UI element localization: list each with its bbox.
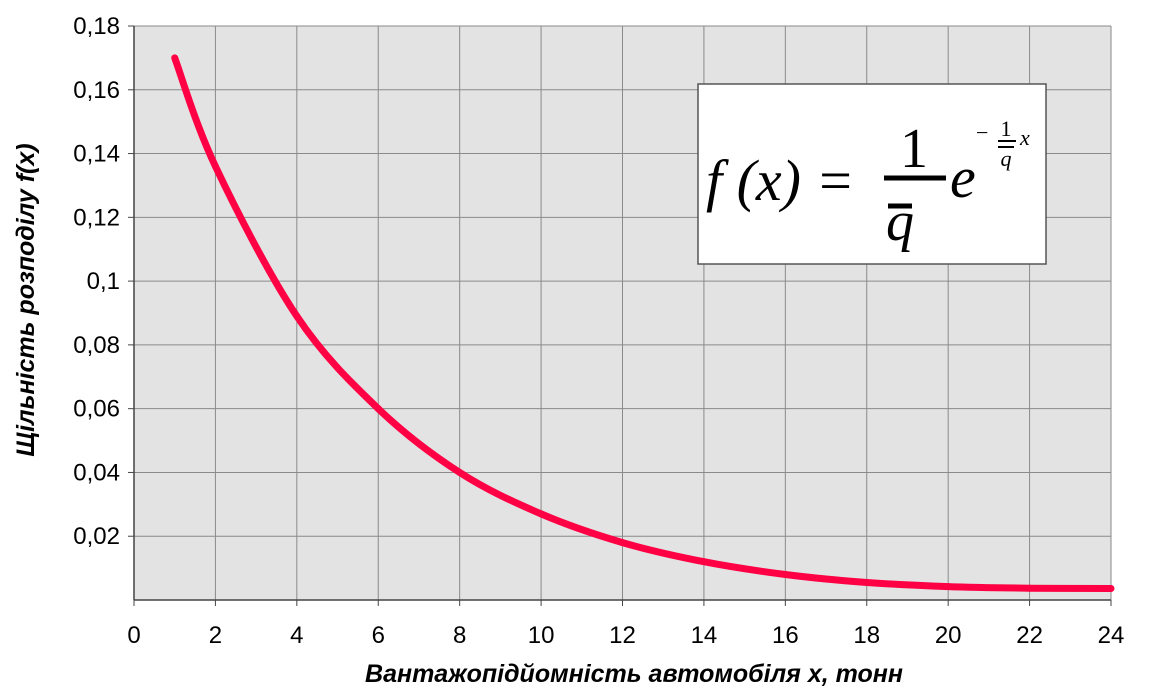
- data-point: [700, 558, 708, 566]
- x-tick-label: 8: [453, 622, 466, 649]
- formula-base: e: [950, 145, 976, 210]
- data-point: [537, 510, 545, 518]
- x-axis-title: Вантажопідйомність автомобіля x, тонн: [365, 660, 903, 688]
- formula-lhs: f (x) =: [706, 148, 855, 213]
- data-point: [1026, 584, 1034, 592]
- formula-exp-numerator: 1: [1001, 116, 1012, 141]
- data-point: [863, 578, 871, 586]
- data-point: [619, 539, 626, 547]
- y-tick-label: 0,16: [73, 77, 120, 104]
- y-tick-label: 0,06: [73, 396, 120, 423]
- formula-numerator: 1: [900, 118, 928, 180]
- data-point: [374, 405, 382, 413]
- x-tick-label: 20: [935, 622, 962, 649]
- y-tick-label: 0,18: [73, 13, 120, 40]
- y-axis-title: Щільність розподілу f(x): [12, 143, 40, 456]
- formula-exp-sign: −: [976, 120, 988, 145]
- y-tick-label: 0,02: [73, 523, 120, 550]
- data-point: [171, 54, 179, 62]
- x-tick-label: 18: [853, 622, 880, 649]
- x-tick-label: 2: [209, 622, 222, 649]
- x-tick-label: 22: [1016, 622, 1043, 649]
- data-point: [211, 162, 219, 170]
- x-tick-label: 0: [127, 622, 140, 649]
- formula-denominator: q: [886, 191, 914, 253]
- x-tick-label: 24: [1098, 622, 1125, 649]
- x-tick-label: 4: [290, 622, 303, 649]
- data-point: [293, 312, 301, 320]
- y-tick-label: 0,14: [73, 141, 120, 168]
- data-point: [1107, 585, 1115, 593]
- formula-exp-var: x: [1019, 125, 1030, 150]
- y-tick-label: 0,08: [73, 332, 120, 359]
- x-tick-label: 6: [372, 622, 385, 649]
- y-tick-label: 0,04: [73, 459, 120, 486]
- y-tick-label: 0,1: [87, 268, 120, 295]
- series-group: [171, 54, 1115, 593]
- x-tick-label: 14: [691, 622, 718, 649]
- y-tick-label: 0,12: [73, 204, 120, 231]
- x-tick-label: 12: [609, 622, 636, 649]
- data-point: [781, 570, 789, 578]
- x-tick-label: 10: [528, 622, 555, 649]
- formula-exp-denominator: q: [1001, 146, 1012, 171]
- formula-box: f (x) = 1 q e − 1 q x: [697, 83, 1047, 265]
- data-point: [456, 468, 464, 476]
- y-tick-labels: 0,02 0,04 0,06 0,08 0,1 0,12 0,14 0,16 0,18: [73, 13, 134, 550]
- formula-frame: [697, 83, 1047, 265]
- x-tick-label: 16: [772, 622, 799, 649]
- data-point: [944, 583, 952, 591]
